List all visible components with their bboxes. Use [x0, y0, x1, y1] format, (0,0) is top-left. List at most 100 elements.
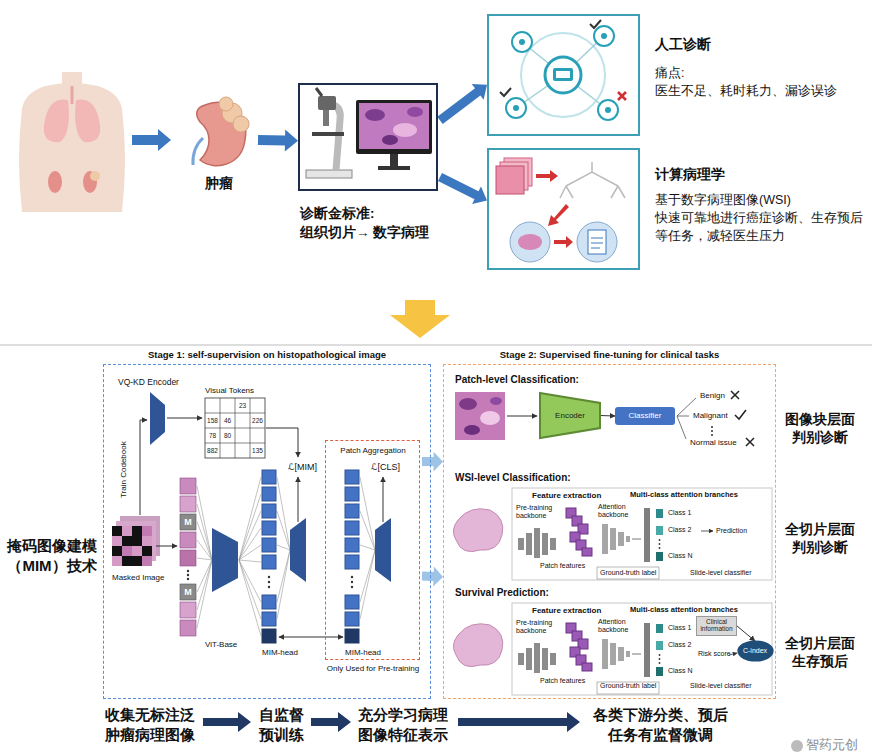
- ellipsis-dot: [187, 570, 189, 572]
- token: [262, 504, 276, 518]
- clinical-box: Clinical information: [696, 616, 737, 636]
- diagnosis-box: 人工诊断痛点:医生不足、耗时耗力、漏诊误诊: [487, 14, 868, 136]
- flow-line: [383, 477, 384, 522]
- part-label: ViT-Base: [205, 640, 237, 649]
- monitor: [390, 154, 398, 166]
- slide-pipeline: [453, 488, 772, 580]
- masked-patch: [180, 514, 196, 530]
- mask-cell: [122, 546, 132, 556]
- part-label: MIM-head: [262, 648, 298, 657]
- token-number: 135: [250, 447, 265, 454]
- token-number: 882: [205, 447, 220, 454]
- masked-patch: [180, 584, 196, 600]
- ellipsis-dot: [711, 434, 713, 436]
- backbone-bar: [518, 538, 524, 550]
- token-grid: [205, 398, 265, 458]
- part-label: Feature extraction: [532, 491, 601, 500]
- fan-line: [277, 477, 290, 619]
- flow-line: [266, 428, 298, 457]
- token-number: 78: [205, 432, 220, 439]
- watermark: 智药元创: [806, 738, 858, 753]
- ellipsis-dot: [659, 539, 661, 541]
- part-label: Masked Image: [112, 573, 164, 582]
- part-label: Patch features: [540, 562, 585, 570]
- connector-arrow: [422, 452, 443, 472]
- token: [262, 487, 276, 501]
- patch: [180, 478, 196, 494]
- token-column: [262, 470, 276, 643]
- mask-cell: [132, 556, 142, 566]
- branch-slab: [644, 508, 650, 562]
- tree-icon: [560, 162, 625, 198]
- flow-arrow: [311, 712, 351, 732]
- monitor: [378, 166, 410, 170]
- check-mark: [500, 88, 511, 96]
- ellipsis-dot: [351, 576, 353, 578]
- mask-cell: [132, 546, 142, 556]
- ureter: [193, 138, 203, 165]
- red-arrow: [536, 170, 558, 182]
- tumor: [219, 97, 233, 111]
- slide-tissue: [453, 509, 502, 552]
- part-label: Multi-class attention branches: [630, 606, 738, 615]
- vq-encoder: [150, 392, 165, 445]
- monitor-screen: [359, 103, 429, 149]
- mask-cell: [122, 536, 132, 546]
- node-title: 肿瘤: [180, 175, 258, 191]
- cls-token: [262, 629, 276, 643]
- ellipsis-dot: [268, 586, 270, 588]
- class-label: Normal issue: [690, 438, 737, 447]
- check-mark: [735, 410, 746, 419]
- microscope: [306, 170, 352, 178]
- node-outline: [298, 83, 438, 191]
- microscope: [323, 110, 329, 126]
- flow-line: [701, 531, 713, 532]
- class-label: Class N: [668, 552, 693, 560]
- node-text: 基于数字病理图像(WSI) 快速可靠地进行癌症诊断、生存预后 等任务，减轻医生压…: [655, 191, 865, 245]
- side-caption: 全切片层面 生存预后: [782, 634, 858, 670]
- node-outline: [738, 641, 772, 660]
- doctor-icon: [598, 100, 618, 120]
- mask-cell: [142, 536, 152, 546]
- mask-cell: [132, 526, 142, 536]
- screen-icon: [556, 71, 570, 78]
- lung: [44, 100, 69, 143]
- token-number: 23: [235, 402, 250, 409]
- masked-image: [112, 526, 152, 566]
- class-bar: [656, 552, 663, 561]
- tissue-spot: [382, 135, 398, 145]
- connector-arrow: [258, 130, 298, 152]
- pathology-box: 计算病理学基于数字病理图像(WSI) 快速可靠地进行癌症诊断、生存预后 等任务，…: [487, 148, 868, 270]
- mask-cell: [112, 546, 122, 556]
- flow-line: [156, 546, 177, 547]
- specimen-box: 诊断金标准: 组织切片→ 数字病理: [298, 83, 440, 245]
- patch: [180, 620, 196, 636]
- encoder-block: Encoder: [540, 393, 600, 438]
- mask-cell: [132, 536, 142, 546]
- side-caption: 掩码图像建模 （MIM）技术: [3, 536, 101, 575]
- token: [345, 470, 359, 484]
- part-label: Feature extraction: [532, 606, 601, 615]
- section-heading: Patch-level Classification:: [455, 374, 579, 386]
- stage-panel: Stage 2: Supervised fine-tuning for clin…: [443, 350, 776, 699]
- doctor-icon: [594, 26, 614, 46]
- mask-cell: [122, 556, 132, 566]
- mask-cell: [112, 526, 122, 536]
- class-label: Class 1: [668, 509, 691, 517]
- attention-bar: [602, 524, 608, 554]
- connector-arrow: [737, 626, 755, 641]
- part-label: MIM-head: [345, 648, 381, 657]
- backbone-bar: [534, 528, 540, 558]
- node-title: Stage 2: Supervised fine-tuning for clin…: [443, 350, 776, 361]
- node-title: Patch Aggregation: [328, 446, 418, 455]
- part-label: Multi-class attention branches: [630, 491, 738, 500]
- attention-bar: [626, 536, 630, 542]
- node-title: C-index: [743, 647, 767, 655]
- cross-mark: [746, 438, 754, 446]
- tumor-small: [90, 171, 100, 181]
- ellipsis-dot: [659, 547, 661, 549]
- node-outline: [325, 440, 420, 660]
- kidney: [197, 102, 246, 165]
- doctor-icon: [512, 32, 532, 52]
- report-badge: [577, 222, 617, 262]
